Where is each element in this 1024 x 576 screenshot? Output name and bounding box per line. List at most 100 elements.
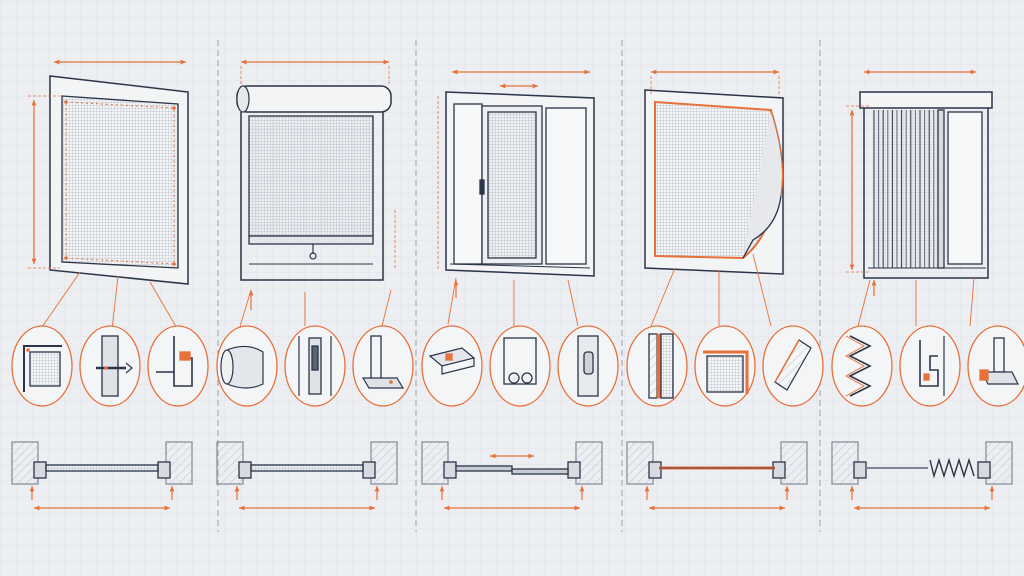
cassette-end-cap <box>236 85 250 113</box>
fastener-dot <box>104 366 108 370</box>
sash-section <box>455 465 513 472</box>
outline <box>361 377 405 389</box>
frame-line <box>29 351 61 387</box>
fastener-dot <box>64 100 68 104</box>
frame-line <box>101 335 119 397</box>
window-elevation <box>644 69 784 327</box>
leader-line <box>650 267 676 327</box>
section-view <box>831 441 1013 511</box>
frame-line <box>583 351 594 375</box>
leader-line <box>567 279 579 327</box>
section-view <box>11 441 193 511</box>
bottom-bar-detail <box>352 325 414 407</box>
frame-line <box>445 353 453 361</box>
leader-line <box>111 275 119 331</box>
window-elevation <box>846 69 993 327</box>
outline <box>919 340 939 387</box>
leader-line <box>752 253 772 327</box>
bottom-rail-detail <box>899 325 961 407</box>
panel-pleated-screen <box>831 69 1024 511</box>
detail-bubble <box>147 325 209 407</box>
panel-magnetic-screen <box>626 69 824 511</box>
detail-bubble <box>421 325 483 407</box>
panel-fixed-frame-screen <box>11 59 209 511</box>
frame-profile <box>238 461 252 479</box>
window-elevation <box>28 59 189 331</box>
frame-line <box>923 373 930 381</box>
frame-line <box>179 351 191 361</box>
sash-handle <box>479 179 485 195</box>
mesh-panel <box>487 111 537 259</box>
section-view <box>216 441 398 511</box>
frame-profile <box>362 461 376 479</box>
frame-line <box>648 333 658 399</box>
handle-detail <box>557 325 619 407</box>
detail-content <box>703 350 749 394</box>
outline <box>703 350 749 394</box>
frame-profile <box>157 461 171 479</box>
mesh-weave-detail <box>762 325 824 407</box>
moving-profile <box>937 109 945 269</box>
leader-line <box>238 289 252 331</box>
leader-line <box>857 279 871 327</box>
detail-content <box>298 336 332 396</box>
leader-line <box>39 271 81 331</box>
frame-profile <box>648 461 662 479</box>
fastener-dot <box>64 256 68 260</box>
pleat-fold-detail <box>831 325 893 407</box>
leader-line <box>969 277 975 327</box>
pull-knob <box>309 252 317 260</box>
fixed-pane <box>453 103 483 265</box>
outline <box>226 345 264 389</box>
cassette-end <box>220 349 234 385</box>
corner-fastener-detail <box>11 325 73 407</box>
screw-mount-detail <box>79 325 141 407</box>
leader-line <box>380 289 392 331</box>
fastener-dot <box>172 106 176 110</box>
window-elevation <box>236 59 396 331</box>
panel-sliding-screen <box>421 69 619 511</box>
detail-content <box>979 337 1019 385</box>
detail-content <box>648 333 674 399</box>
outline <box>441 358 475 375</box>
outline <box>774 339 800 383</box>
roller-wheel-detail <box>489 325 551 407</box>
track-profile-detail <box>421 325 483 407</box>
detail-content <box>156 336 193 387</box>
side-guide-detail <box>284 325 346 407</box>
mesh-section <box>250 464 364 472</box>
frame-profile <box>977 461 991 479</box>
detail-content <box>220 345 264 389</box>
mesh-panel <box>61 95 179 269</box>
frame-line <box>979 369 989 381</box>
section-view <box>421 441 603 511</box>
cassette-housing-detail <box>216 325 278 407</box>
detail-content <box>844 335 872 397</box>
bottom-bar <box>248 235 374 245</box>
frame-line <box>706 355 744 393</box>
detail-bubble <box>352 325 414 407</box>
detail-content <box>919 336 945 396</box>
frame-line <box>503 337 537 385</box>
detail-content <box>361 335 405 389</box>
roller-wheel <box>521 372 533 384</box>
mesh-section <box>45 464 159 472</box>
glass-pane <box>947 111 983 265</box>
magnet-edge <box>770 109 784 197</box>
head-rail <box>859 91 993 109</box>
window-frame <box>863 108 989 279</box>
magnet-strip-detail <box>626 325 688 407</box>
roller-cassette <box>236 85 392 113</box>
end-cap-detail <box>967 325 1024 407</box>
leader-line <box>447 277 457 325</box>
detail-content <box>503 337 537 385</box>
edge-tape-detail <box>694 325 756 407</box>
frame-profile <box>853 461 867 479</box>
detail-bubble <box>967 325 1024 407</box>
fastener-dot <box>26 348 30 352</box>
detail-content <box>577 335 599 397</box>
window-elevation <box>437 69 595 327</box>
fastener-dot <box>389 380 393 384</box>
